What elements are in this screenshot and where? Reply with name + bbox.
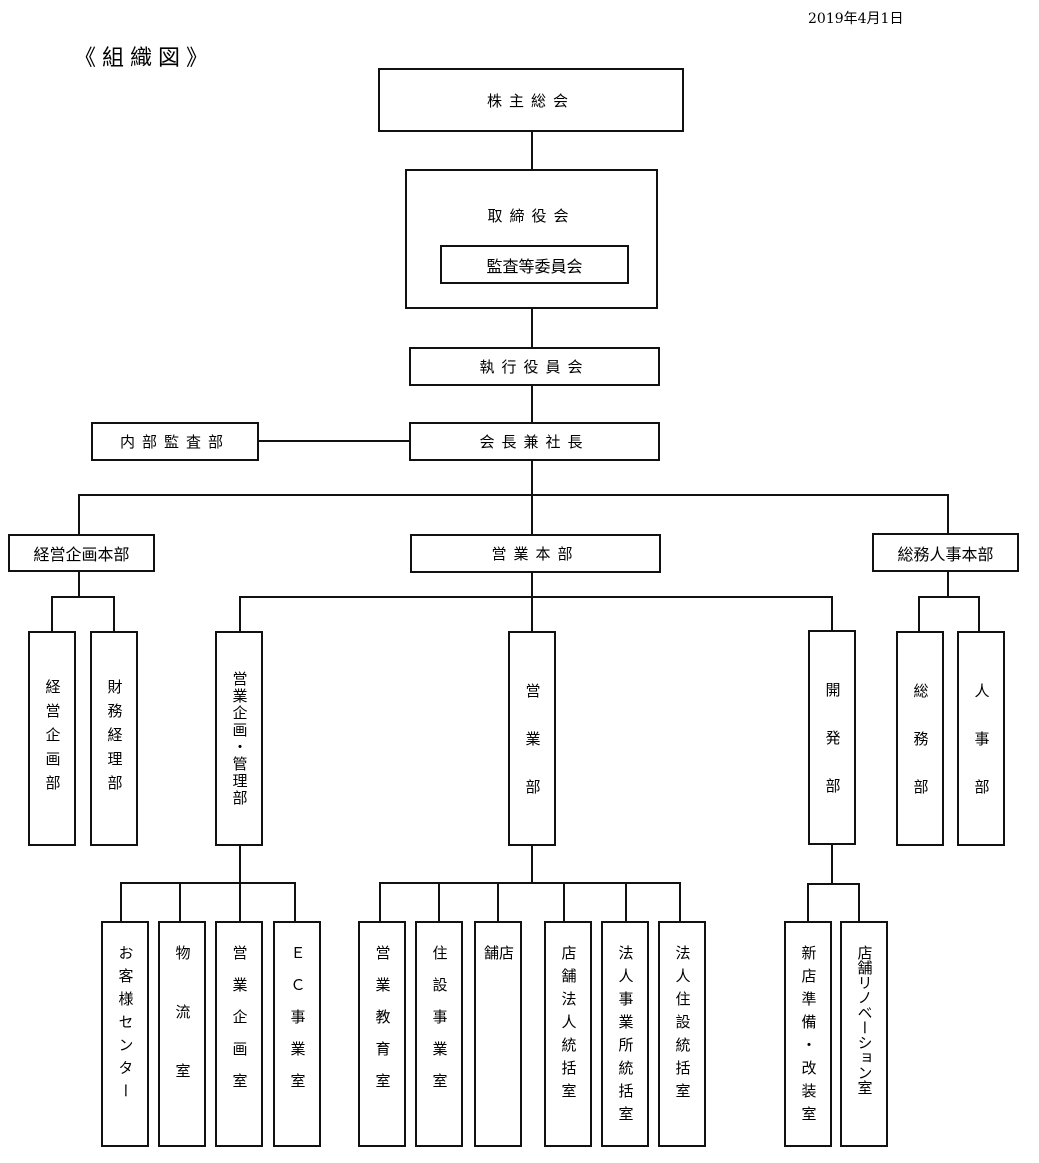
- connector-line: [239, 845, 241, 883]
- office-box: 法人事業所統括室: [601, 921, 649, 1147]
- connector-line: [379, 882, 681, 884]
- connector-line: [831, 844, 833, 884]
- connector-line: [531, 845, 533, 883]
- sales-hq-box: 営業本部: [410, 534, 661, 573]
- connector-line: [51, 596, 53, 631]
- department-label: 人事部: [972, 683, 991, 827]
- connector-line: [438, 882, 440, 921]
- management-planning-hq-label: 経営企画本部: [33, 545, 130, 564]
- connector-line: [531, 131, 533, 169]
- office-label: ＥＣ事業室: [288, 945, 307, 1105]
- executive-committee-box: 執行役員会: [409, 347, 660, 386]
- connector-line: [563, 882, 565, 921]
- department-box: 経営企画部: [28, 631, 76, 846]
- department-label: 財務経理部: [105, 678, 124, 799]
- connector-line: [51, 596, 115, 598]
- department-box: 人事部: [957, 631, 1005, 846]
- chairman-president-label: 会長兼社長: [479, 433, 590, 451]
- connector-line: [858, 883, 860, 921]
- management-planning-hq-box: 経営企画本部: [8, 534, 155, 572]
- office-label: 営業教育室: [373, 945, 392, 1105]
- office-label: 店舗: [482, 945, 515, 1060]
- connector-line: [978, 596, 980, 631]
- connector-line: [379, 882, 381, 921]
- office-box: 営業企画室: [215, 921, 263, 1147]
- connector-line: [179, 882, 181, 921]
- department-label: 営業部: [523, 683, 542, 827]
- department-box: 総務部: [896, 631, 944, 846]
- office-label: 住設事業室: [430, 945, 449, 1105]
- connector-line: [78, 494, 80, 534]
- office-box: 店舗法人統括室: [544, 921, 592, 1147]
- department-label: 経営企画部: [43, 678, 62, 799]
- board-of-directors-box: 取締役会: [405, 169, 658, 309]
- connector-line: [831, 596, 833, 630]
- connector-line: [807, 883, 860, 885]
- connector-line: [120, 882, 122, 921]
- connector-line: [625, 882, 627, 921]
- connector-line: [239, 596, 241, 631]
- office-box: ＥＣ事業室: [273, 921, 321, 1147]
- audit-committee-label: 監査等委員会: [486, 256, 583, 276]
- connector-line: [531, 385, 533, 422]
- department-label: 開発部: [823, 682, 842, 826]
- department-label: 総務部: [911, 683, 930, 827]
- connector-line: [947, 494, 949, 533]
- department-label: 営業企画・管理部: [230, 670, 249, 807]
- internal-audit-box: 内部監査部: [91, 422, 259, 461]
- connector-line: [947, 572, 949, 597]
- office-label: 営業企画室: [230, 945, 249, 1105]
- department-box: 開発部: [808, 630, 856, 845]
- connector-line: [78, 494, 949, 496]
- connector-line: [497, 882, 499, 921]
- office-box: 営業教育室: [358, 921, 406, 1147]
- office-label: お客様センター: [116, 945, 135, 1106]
- chairman-president-box: 会長兼社長: [409, 422, 660, 461]
- board-of-directors-label: 取締役会: [487, 207, 576, 225]
- connector-line: [918, 596, 920, 631]
- shareholders-meeting-box: 株主総会: [378, 68, 684, 132]
- office-label: 法人事業所統括室: [616, 945, 635, 1129]
- department-box: 財務経理部: [90, 631, 138, 846]
- connector-line: [258, 440, 409, 442]
- office-box: 新店準備・改装室: [784, 921, 832, 1147]
- sales-hq-label: 営業本部: [491, 545, 580, 563]
- page-title: 《組織図》: [74, 46, 215, 71]
- office-box: 物流室: [158, 921, 206, 1147]
- connector-line: [531, 460, 533, 534]
- office-box: 法人住設統括室: [658, 921, 706, 1147]
- office-box: 店舗リノベーション室: [840, 921, 888, 1147]
- office-box: 住設事業室: [415, 921, 463, 1147]
- date-label: 2019年4月1日: [808, 11, 904, 27]
- internal-audit-label: 内部監査部: [119, 433, 230, 451]
- office-label: 店舗法人統括室: [559, 945, 578, 1106]
- connector-line: [679, 882, 681, 921]
- department-box: 営業部: [508, 631, 556, 846]
- office-label: 店舗リノベーション室: [855, 945, 874, 1095]
- office-label: 新店準備・改装室: [799, 945, 818, 1129]
- connector-line: [531, 572, 533, 631]
- connector-line: [918, 596, 980, 598]
- office-box: お客様センター: [101, 921, 149, 1147]
- shareholders-meeting-label: 株主総会: [486, 91, 575, 110]
- connector-line: [531, 308, 533, 347]
- connector-line: [239, 882, 241, 921]
- executive-committee-label: 執行役員会: [479, 358, 590, 376]
- department-box: 営業企画・管理部: [215, 631, 263, 846]
- connector-line: [239, 596, 833, 598]
- connector-line: [113, 596, 115, 631]
- connector-line: [294, 882, 296, 921]
- general-affairs-hr-hq-label: 総務人事本部: [897, 544, 994, 564]
- office-box: 店舗: [474, 921, 522, 1147]
- audit-committee-box: 監査等委員会: [440, 245, 629, 284]
- connector-line: [120, 882, 296, 884]
- office-label: 法人住設統括室: [673, 945, 692, 1106]
- office-label: 物流室: [173, 945, 192, 1122]
- connector-line: [807, 883, 809, 921]
- general-affairs-hr-hq-box: 総務人事本部: [872, 533, 1019, 572]
- connector-line: [78, 571, 80, 597]
